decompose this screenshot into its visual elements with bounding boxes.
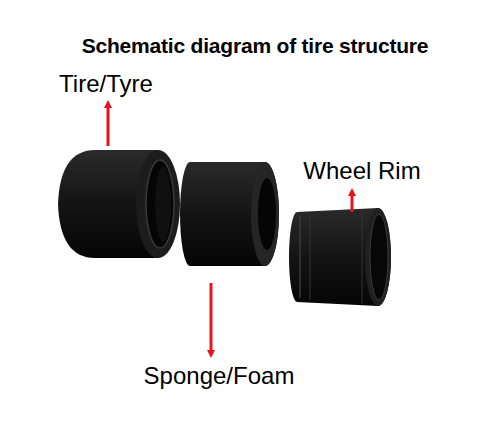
part-label: Wheel Rim bbox=[303, 157, 420, 185]
rim-shape bbox=[289, 208, 391, 306]
leader-arrow bbox=[107, 104, 110, 146]
leader-arrow bbox=[210, 283, 213, 354]
foam-shape bbox=[180, 162, 279, 266]
part-label: Tire/Tyre bbox=[59, 70, 153, 98]
tire-shape bbox=[58, 150, 180, 258]
part-label: Sponge/Foam bbox=[144, 362, 295, 390]
diagram-title: Schematic diagram of tire structure bbox=[82, 34, 429, 58]
leader-arrow bbox=[351, 192, 354, 212]
